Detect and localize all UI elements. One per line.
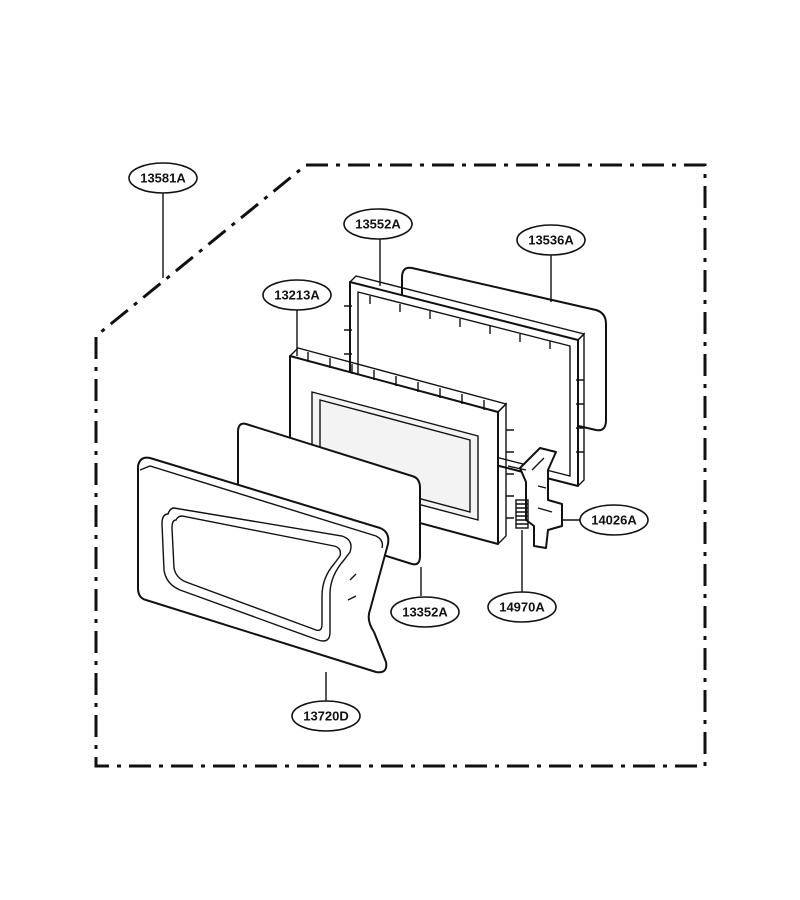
svg-text:14970A: 14970A (499, 600, 545, 615)
callout-13352A: 13352A (390, 596, 460, 628)
assembly-boundary (94, 163, 707, 768)
callout-13213A: 13213A (262, 279, 332, 311)
callout-13536A: 13536A (516, 224, 586, 256)
svg-text:14026A: 14026A (591, 513, 637, 528)
callout-13552A: 13552A (343, 208, 413, 240)
svg-text:13581A: 13581A (140, 171, 186, 186)
svg-text:13720D: 13720D (303, 709, 349, 724)
svg-text:13352A: 13352A (402, 605, 448, 620)
callout-13720D: 13720D (291, 700, 361, 732)
leader-lines (162, 193, 581, 701)
callout-13581A: 13581A (128, 162, 198, 194)
door-front-panel (137, 456, 390, 674)
callout-14026A: 14026A (579, 504, 649, 536)
svg-text:13552A: 13552A (355, 217, 401, 232)
svg-text:13536A: 13536A (528, 233, 574, 248)
latch-hook (507, 447, 563, 549)
svg-text:13213A: 13213A (274, 288, 320, 303)
latch-spring (515, 499, 529, 529)
callout-14970A: 14970A (487, 591, 557, 623)
